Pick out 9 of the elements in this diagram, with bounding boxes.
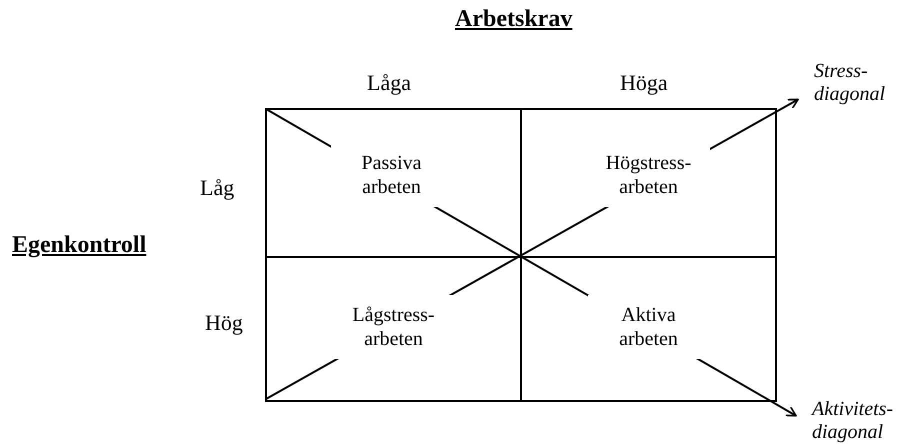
diagonal-label: Stress-diagonal [814,60,911,106]
diagonal-label: Aktivitets-diagonal [812,398,911,444]
axis-label: Låg [200,175,234,201]
axis-title: Arbetskrav [455,6,572,33]
axis-title: Egenkontroll [12,232,146,259]
axis-label: Låga [367,70,411,96]
quadrant-label: Lågstress-arbeten [332,295,454,359]
axis-label: Hög [205,310,243,336]
axis-label: Höga [620,70,668,96]
